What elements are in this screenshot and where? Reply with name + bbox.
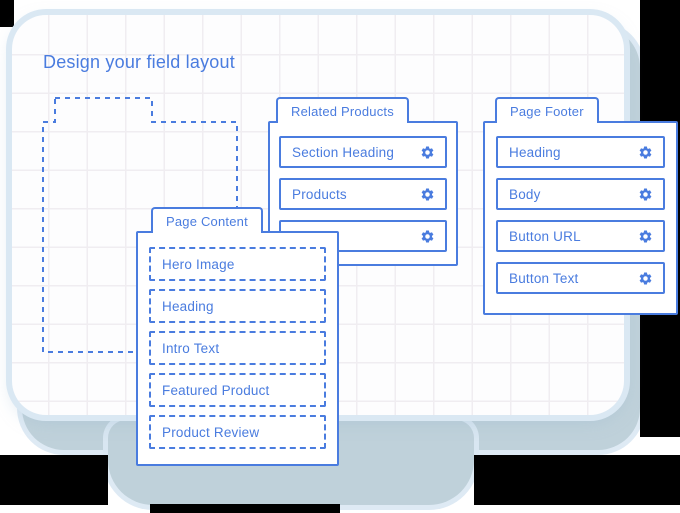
field-row[interactable]: Button Text [496, 262, 665, 294]
field-row[interactable]: Section Heading [279, 136, 447, 168]
field-row[interactable]: Products [279, 178, 447, 210]
field-label: Featured Product [162, 382, 270, 398]
gear-icon[interactable] [638, 145, 653, 160]
panel-tab[interactable]: Page Footer [495, 97, 599, 123]
gear-icon[interactable] [638, 271, 653, 286]
field-label: Hero Image [162, 256, 235, 272]
field-label: Products [292, 186, 347, 202]
gear-icon[interactable] [638, 229, 653, 244]
field-row[interactable]: Featured Product [149, 373, 326, 407]
field-label: Button Text [509, 270, 579, 286]
field-label: Product Review [162, 424, 260, 440]
field-label: Body [509, 186, 541, 202]
screenshot-artifact [0, 455, 108, 505]
field-label: Intro Text [162, 340, 220, 356]
gear-icon[interactable] [420, 187, 435, 202]
panel-tab-label: Related Products [291, 103, 394, 119]
gear-icon[interactable] [420, 145, 435, 160]
field-label: Heading [162, 298, 214, 314]
panel-tab[interactable]: Related Products [276, 97, 409, 123]
field-label: Button URL [509, 228, 581, 244]
page-title: Design your field layout [43, 52, 235, 72]
panel-tab-label: Page Content [166, 213, 248, 229]
screenshot-artifact [150, 504, 340, 513]
field-row[interactable]: Button URL [496, 220, 665, 252]
field-row[interactable]: Product Review [149, 415, 326, 449]
field-label: Heading [509, 144, 561, 160]
field-row[interactable]: Heading [496, 136, 665, 168]
field-row[interactable]: Heading [149, 289, 326, 323]
field-row[interactable]: Intro Text [149, 331, 326, 365]
screenshot-artifact [474, 455, 680, 505]
screenshot-artifact [0, 0, 14, 27]
panel-tab[interactable]: Page Content [151, 207, 263, 233]
gear-icon[interactable] [420, 229, 435, 244]
field-row[interactable]: Body [496, 178, 665, 210]
field-label: Section Heading [292, 144, 395, 160]
field-row[interactable]: Hero Image [149, 247, 326, 281]
gear-icon[interactable] [638, 187, 653, 202]
panel-tab-label: Page Footer [510, 103, 584, 119]
